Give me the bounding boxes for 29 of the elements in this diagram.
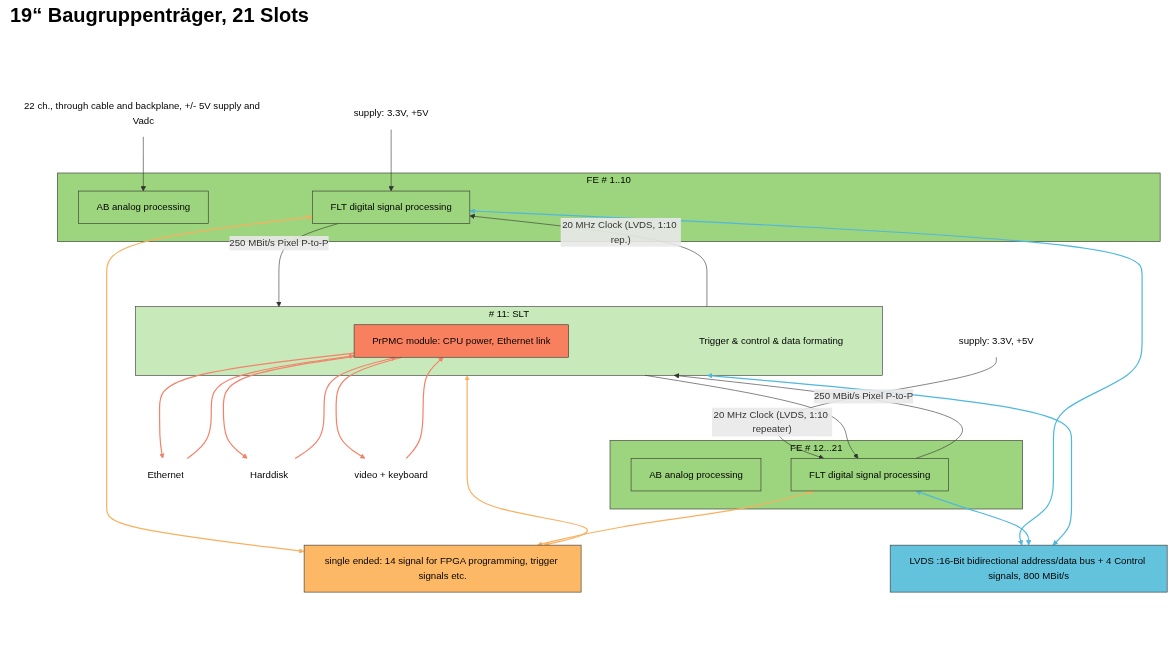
node-box: PrPMC module: CPU power, Ethernet link (353, 324, 569, 358)
diagram-title: 19“ Baugruppenträger, 21 Slots (10, 4, 310, 27)
node-text: video + keyboard (354, 469, 428, 480)
node-text: 22 ch., through cable and backplane, +/- 5V supply and Vadc (24, 100, 260, 126)
node-box: LVDS :16-Bit bidirectional address/data bus + 4 Control signals, 800 MBit/s (889, 544, 1168, 593)
node-text: supply: 3.3V, +5V (958, 335, 1034, 346)
arrow (537, 489, 814, 547)
node-box: FLT digital signal processing (312, 190, 471, 224)
node-box: FLT digital signal processing (790, 458, 949, 492)
node-box: single ended: 14 signal for FPGA programming, trigger signals etc. (303, 544, 582, 593)
arrow (159, 352, 355, 459)
arrow (405, 357, 444, 460)
edge-label: 250 MBit/s Pixel P-to-P (814, 390, 914, 402)
edge-label: 20 MHz Clock (LVDS, 1:10 rep.) (562, 219, 677, 245)
arrow (464, 375, 588, 547)
arrow (915, 490, 1032, 546)
node-text: Trigger & control & data formating (698, 335, 844, 346)
arrow (106, 214, 313, 554)
node-box: AB analog processing (78, 190, 209, 224)
edge-label: 20 MHz Clock (LVDS, 1:10 repeater) (713, 409, 828, 435)
arrow (222, 355, 355, 459)
node-text: Harddisk (250, 469, 289, 480)
arrow (186, 353, 355, 460)
edge-label: 250 MBit/s Pixel P-to-P (229, 237, 329, 249)
node-text: Ethernet (147, 469, 184, 480)
arrow (706, 373, 1073, 546)
node-box: AB analog processing (630, 458, 762, 492)
node-text: supply: 3.3V, +5V (353, 107, 429, 119)
arrow (469, 208, 1143, 546)
